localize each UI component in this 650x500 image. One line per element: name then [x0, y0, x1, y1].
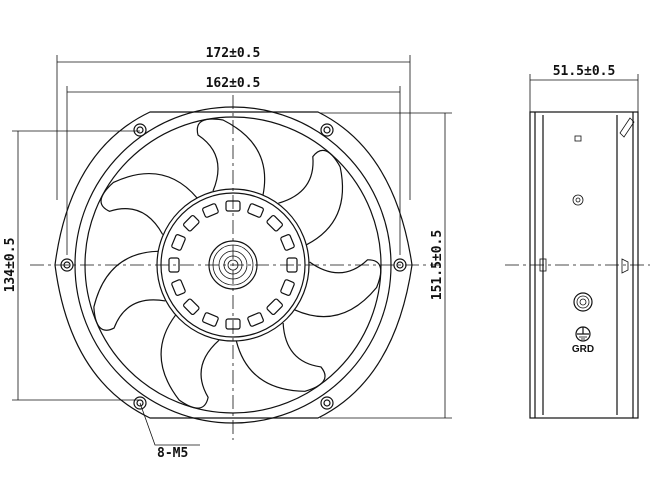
fan-blade — [100, 173, 198, 235]
hub-slot — [266, 298, 283, 315]
frame-outline — [54, 111, 413, 419]
mounting-hole — [320, 123, 334, 137]
depth-label: 51.5±0.5 — [553, 64, 616, 79]
hub-slot — [280, 234, 295, 251]
hub-slot — [266, 215, 283, 232]
hub-slot — [202, 312, 219, 327]
mounting-hole — [136, 126, 144, 134]
hub-slot — [202, 203, 219, 218]
hole-spacing-width-label: 162±0.5 — [206, 76, 261, 91]
hub-slots — [168, 200, 298, 330]
fan-blade — [196, 118, 266, 196]
hub-slot — [183, 298, 200, 315]
fan-blade — [160, 314, 220, 409]
mounting-hole — [133, 396, 147, 410]
hole-spacing-height-label: 134±0.5 — [3, 238, 18, 293]
overall-width-label: 172±0.5 — [206, 46, 261, 61]
hub-slot — [171, 234, 186, 251]
overall-height-label: 151.5±0.5 — [430, 230, 445, 300]
ground-label: GRD — [572, 344, 594, 355]
dimension-lines — [12, 55, 452, 446]
mounting-hole — [323, 399, 331, 407]
hub-slot — [183, 215, 200, 232]
fan-blade — [235, 322, 326, 392]
hub-slot — [247, 312, 264, 327]
fan-blades — [93, 118, 382, 409]
mounting-hole — [320, 396, 334, 410]
hub-slot — [280, 279, 295, 296]
hub-slot — [247, 203, 264, 218]
hub-slot — [171, 279, 186, 296]
mounting-hole — [323, 126, 331, 134]
fan-blade — [93, 250, 166, 331]
side-view — [505, 74, 650, 419]
mounting-holes-label: 8-M5 — [157, 446, 188, 461]
mounting-hole — [396, 261, 404, 269]
front-view — [30, 95, 440, 440]
mounting-hole — [133, 123, 147, 137]
fan-blade — [294, 259, 382, 318]
fan-blade — [278, 149, 344, 246]
